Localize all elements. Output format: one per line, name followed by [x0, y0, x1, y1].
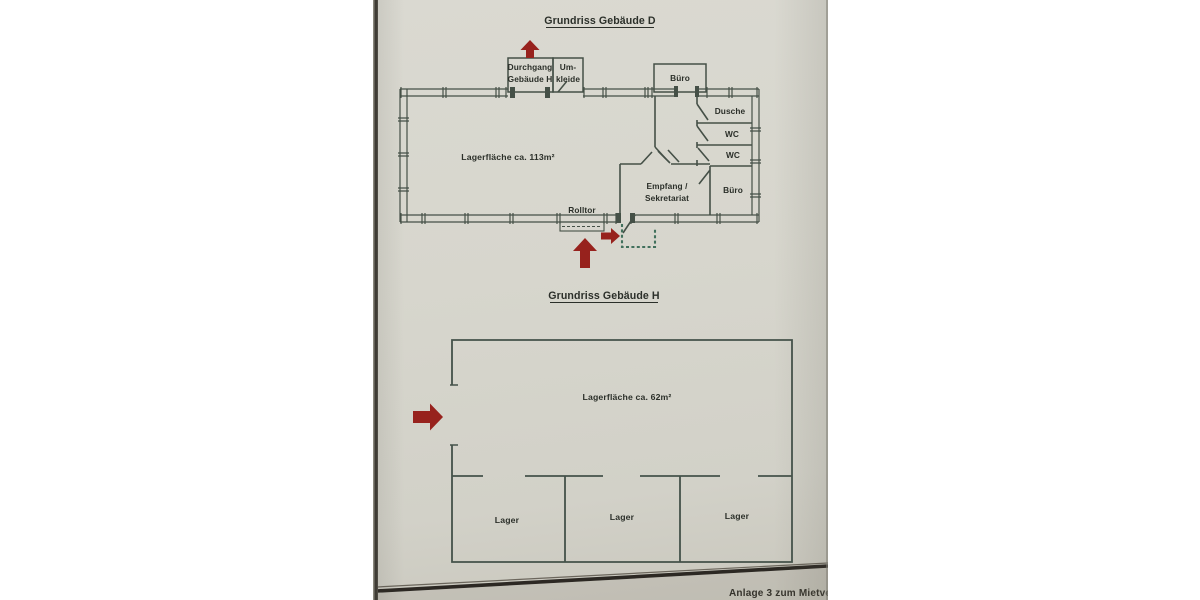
attachment-annotation: Anlage 3 zum Mietvertr [729, 588, 828, 599]
plan-d-walls [398, 87, 761, 224]
room-label-lager-2: Lager [610, 512, 635, 522]
room-label-lager-1: Lager [495, 515, 520, 525]
plan-d-arrows [520, 40, 620, 268]
entrance-arrow-right-hall-icon [413, 403, 443, 431]
page-bottom-edge [377, 562, 828, 600]
room-label-lagerflaeche-113: Lagerfläche ca. 113m² [461, 152, 554, 162]
room-label-dusche: Dusche [715, 106, 746, 116]
entrance-arrow-right-door-icon [601, 228, 620, 244]
entrance-arrow-up-rolltor-icon [573, 238, 597, 268]
document-page: Grundriss Gebäude D [377, 0, 828, 600]
plan-d-annex-rooms [507, 57, 707, 93]
page-left-edge-shadow [373, 0, 378, 600]
exit-arrow-up-durchgang-icon [520, 40, 540, 58]
room-label-durchgang-line1: Durchgang [508, 62, 553, 72]
plan-h-title: Grundriss Gebäude H [548, 290, 659, 302]
plan-h-walls [450, 339, 793, 563]
vestibule-wall [620, 224, 657, 249]
room-label-wc-1: WC [725, 129, 739, 139]
room-label-buero-right: Büro [723, 185, 743, 195]
plan-d-room-labels: Durchgang Gebäude H Um- kleide Büro Dusc… [461, 62, 745, 215]
plan-d-title: Grundriss Gebäude D [544, 15, 656, 27]
page-right-edge-shadow [826, 0, 828, 600]
floorplan-canvas: Grundriss Gebäude D [377, 15, 828, 600]
room-label-umkleide-line1: Um- [560, 62, 577, 72]
entrance-door-leaf [622, 214, 636, 234]
room-label-rolltor: Rolltor [568, 205, 596, 215]
room-label-durchgang-line2: Gebäude H [508, 74, 553, 84]
room-label-wc-2: WC [726, 150, 740, 160]
room-buero-top-outline [653, 63, 707, 93]
room-label-empfang-line2: Sekretariat [645, 193, 689, 203]
umkleide-door-leaf [557, 80, 568, 93]
room-label-lager-3: Lager [725, 511, 750, 521]
room-label-umkleide-line2: kleide [556, 74, 580, 84]
plan-d-interior-walls [619, 96, 752, 234]
plan-h: Grundriss Gebäude H Lagerfläche ca. 62m²… [413, 290, 793, 563]
room-label-empfang-line1: Empfang / [646, 181, 688, 191]
plan-d: Grundriss Gebäude D [398, 15, 761, 268]
room-label-lagerflaeche-62: Lagerfläche ca. 62m² [583, 392, 672, 402]
room-label-buero-top: Büro [670, 73, 690, 83]
rolltor-gate [559, 221, 605, 232]
plan-h-room-labels: Lagerfläche ca. 62m² Lager Lager Lager [495, 392, 750, 525]
room-umkleide-outline [552, 57, 584, 93]
